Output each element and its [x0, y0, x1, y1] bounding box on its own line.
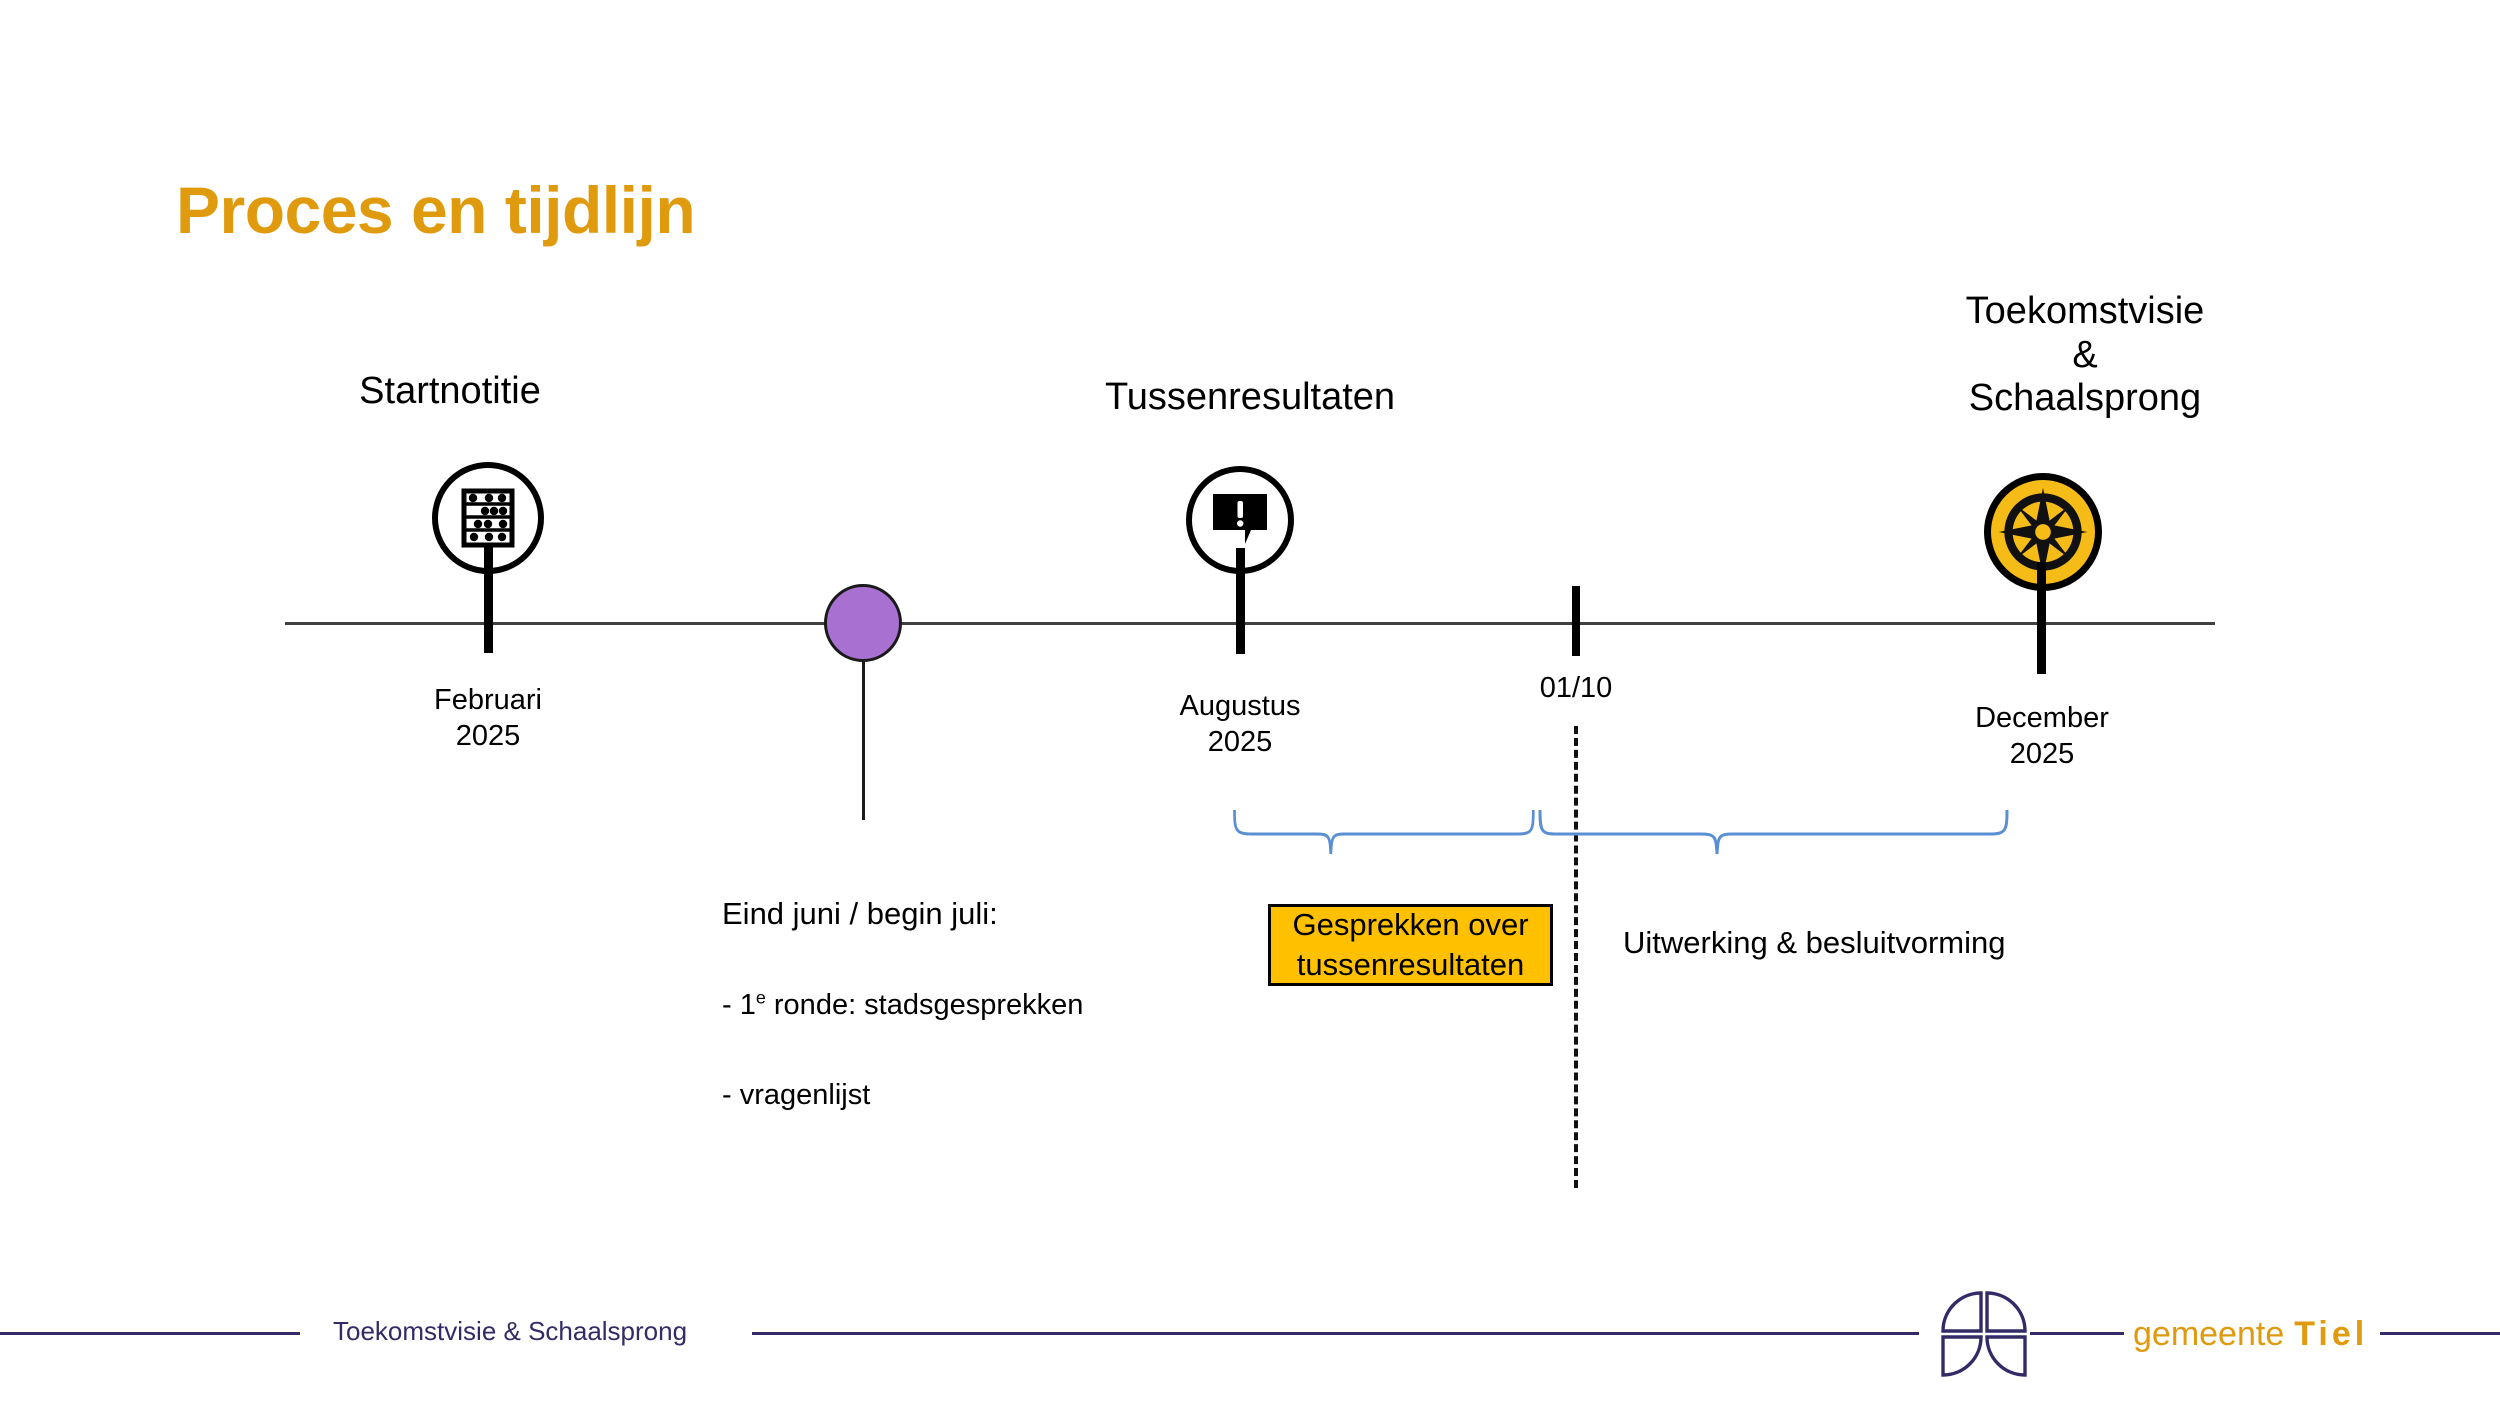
- abacus-icon: [461, 488, 515, 548]
- purple-note-line-1-prefix: - 1: [722, 988, 756, 1021]
- compass-rose-icon: [1998, 487, 2088, 577]
- milestone-date-tussenresultaten: Augustus 2025: [1179, 690, 1301, 759]
- purple-note-line-1: - 1e ronde: stadsgesprekken: [722, 983, 1192, 1028]
- footer-rule-middle: [752, 1332, 1919, 1335]
- milestone-title-startnotitie: Startnotitie: [359, 370, 541, 412]
- milestone-title-toekomstvisie: Toekomstvisie & Schaalsprong: [1965, 290, 2205, 420]
- logo-word-gemeente: gemeente: [2133, 1315, 2285, 1353]
- page-title: Proces en tijdlijn: [176, 173, 696, 247]
- purple-note-line-1-ordinal: e: [755, 987, 766, 1008]
- milestone-stem-tussenresultaten: [1236, 548, 1245, 654]
- purple-node-note: Eind juni / begin juli: - 1e ronde: stad…: [722, 845, 1192, 1163]
- milestone-date-toekomstvisie: December 2025: [1975, 702, 2109, 771]
- logo-word-tiel: Tiel: [2294, 1315, 2369, 1353]
- brace-uitwerking: [1538, 809, 2009, 855]
- phase-braces: [1233, 809, 2009, 855]
- speech-bubble-alert-icon: [1213, 494, 1267, 544]
- timeline-tick-0110: [1572, 586, 1580, 656]
- footer-rule-logo-gap: [2030, 1332, 2124, 1335]
- purple-node-stem: [862, 630, 865, 820]
- purple-milestone-node[interactable]: [824, 584, 902, 662]
- gemeente-tiel-logo-icon: [1941, 1291, 2027, 1377]
- footer-label: Toekomstvisie & Schaalsprong: [333, 1316, 688, 1346]
- phase-label-uitwerking: Uitwerking & besluitvorming: [1623, 925, 2006, 960]
- milestone-title-tussenresultaten: Tussenresultaten: [1104, 376, 1396, 418]
- timeline-axis: [285, 622, 2215, 625]
- phase-box-gesprekken[interactable]: Gesprekken over tussenresultaten: [1268, 904, 1553, 986]
- phase-divider-dashed-line: [1574, 726, 1578, 1188]
- timeline-tick-label-0110: 01/10: [1539, 672, 1613, 704]
- purple-note-heading: Eind juni / begin juli:: [722, 895, 998, 931]
- milestone-stem-startnotitie: [484, 545, 493, 653]
- milestone-date-startnotitie: Februari 2025: [434, 684, 542, 753]
- milestone-stem-toekomstvisie: [2037, 562, 2046, 674]
- purple-note-line-1-rest: ronde: stadsgesprekken: [765, 988, 1084, 1021]
- brace-gesprekken: [1233, 809, 1535, 855]
- purple-note-line-2: - vragenlijst: [722, 1078, 871, 1111]
- footer-rule-left: [0, 1332, 300, 1335]
- footer-rule-right: [2380, 1332, 2500, 1335]
